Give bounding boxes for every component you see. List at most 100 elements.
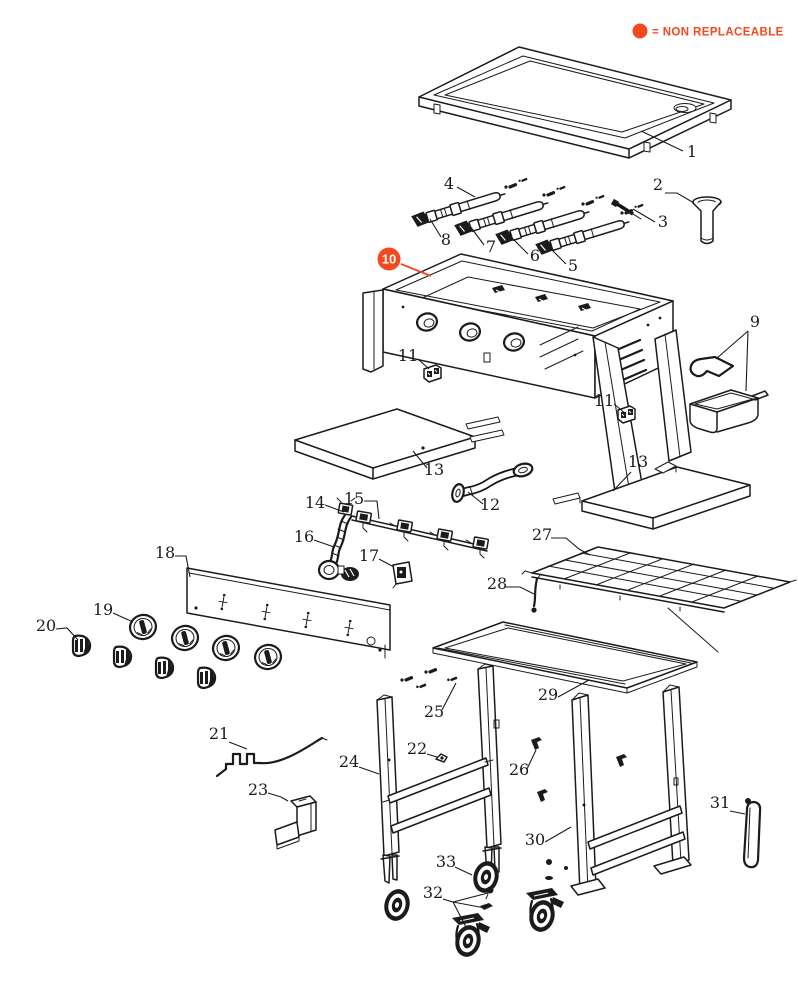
part-11-bracket-right [617,405,636,424]
callout-1: 1 [640,130,697,161]
svg-text:12: 12 [480,495,500,514]
svg-text:15: 15 [344,489,364,508]
svg-text:29: 29 [538,685,558,704]
callout-26: 26 [509,749,537,779]
callout-7: 7 [469,225,496,256]
svg-text:31: 31 [710,793,730,812]
callout-16: 16 [294,527,335,548]
callout-28: 28 [487,574,535,595]
part-15-manifold [348,510,490,559]
non-replaceable-dot-icon [632,23,648,39]
callout-10-highlighted: 10 [377,247,432,277]
part-30-leg-frame-right [545,684,692,896]
part-13-heat-shield-left [294,408,505,480]
part-18-control-panel [186,567,391,659]
svg-text:26: 26 [509,760,529,779]
callout-12: 12 [467,491,500,514]
callout-29: 29 [538,679,590,704]
svg-text:8: 8 [441,230,451,249]
svg-text:23: 23 [248,780,268,799]
svg-text:10: 10 [382,252,396,267]
part-28-support-rod [531,573,542,613]
callout-17: 17 [359,546,395,568]
part-9-grease-tray-and-hook [689,355,769,434]
legend-label: = NON REPLACEABLE [652,27,784,39]
callout-11-right: 11 [594,391,627,415]
non-replaceable-badge [377,247,401,271]
callout-33: 33 [436,852,473,876]
callout-19: 19 [93,600,134,623]
svg-text:11: 11 [398,346,418,365]
part-27-wire-rack [521,546,797,653]
callout-3: 3 [632,208,668,231]
part-3-bolt [610,198,642,220]
callout-13-left: 13 [412,450,444,479]
callout-30: 30 [525,826,572,849]
svg-text:16: 16 [294,527,314,546]
callout-27: 27 [532,525,591,556]
part-29-bottom-shelf [432,621,698,694]
part-31-handle [742,798,762,869]
callout-14: 14 [305,493,345,513]
callout-4: 4 [444,174,476,198]
callout-23: 23 [248,780,289,802]
callout-13-right: 13 [612,452,648,492]
svg-text:21: 21 [209,724,229,743]
svg-text:7: 7 [486,237,496,256]
callout-21: 21 [209,724,248,750]
svg-text:28: 28 [487,574,507,593]
part-16-regulator-hose [317,513,359,581]
svg-text:18: 18 [155,543,175,562]
svg-text:14: 14 [305,493,325,512]
svg-text:19: 19 [93,600,113,619]
legend: = NON REPLACEABLE [632,23,784,39]
part-1-griddle-plate [418,46,732,159]
svg-text:11: 11 [594,391,614,410]
svg-text:3: 3 [658,212,668,231]
part-13-heat-shield-right [552,461,751,530]
svg-text:30: 30 [525,830,545,849]
callout-5: 5 [546,244,578,275]
callout-24: 24 [339,752,380,775]
svg-text:20: 20 [36,616,56,635]
callout-9: 9 [715,312,760,392]
svg-text:33: 33 [436,852,456,871]
callout-6: 6 [508,234,540,265]
svg-text:5: 5 [568,256,578,275]
part-11-bracket-left [423,364,442,383]
svg-text:32: 32 [423,883,443,902]
callout-31: 31 [710,793,746,815]
callout-20: 20 [36,616,79,641]
callout-22: 22 [407,739,438,758]
callout-25: 25 [424,682,457,721]
svg-text:17: 17 [359,546,379,565]
svg-text:1: 1 [687,142,697,161]
part-10-firebox [362,253,692,501]
part-21-support-wire [215,736,328,778]
part-32-locking-casters [452,886,564,960]
svg-text:13: 13 [628,452,648,471]
svg-text:13: 13 [424,460,444,479]
part-24-leg-frame-left [376,663,502,884]
svg-text:22: 22 [407,739,427,758]
svg-text:6: 6 [530,246,540,265]
part-23-corner-bracket [274,795,317,850]
svg-text:2: 2 [653,175,663,194]
callout-32: 32 [423,883,489,928]
svg-text:27: 27 [532,525,552,544]
svg-text:24: 24 [339,752,359,771]
part-12-gas-elbow-pipe [451,462,534,503]
callout-18: 18 [155,543,191,578]
svg-text:9: 9 [750,312,760,331]
callout-11-left: 11 [398,346,430,370]
callout-2: 2 [653,175,695,204]
svg-text:4: 4 [444,174,454,193]
callout-15: 15 [344,489,380,520]
callout-8: 8 [429,218,451,249]
part-25-screws [400,667,458,689]
part-22-hook-clip [435,753,448,763]
part-2-grease-cup [692,196,722,245]
part-17-igniter-box [392,561,413,589]
